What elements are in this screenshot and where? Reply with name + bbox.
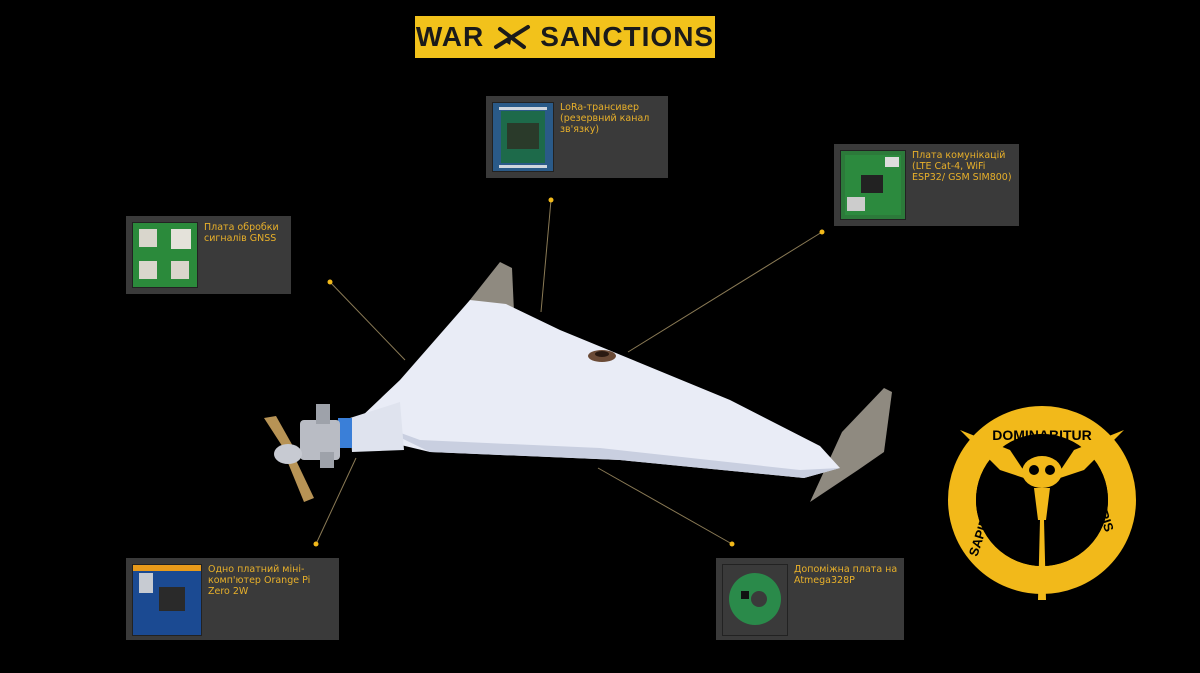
lora-module-photo-icon (492, 102, 554, 172)
leader-line-lte (627, 231, 823, 353)
leader-dot-lora (548, 197, 554, 203)
motor-band (338, 418, 352, 448)
leader-line-lora (540, 199, 552, 313)
logo-word-right: SANCTIONS (540, 21, 715, 52)
leader-line-orange (315, 457, 357, 545)
callout-lte-text: Плата комунікацій (LTE Cat-4, WiFi ESP32… (912, 150, 1012, 183)
servo-bottom (320, 452, 334, 468)
logo-word-left: WAR (415, 21, 485, 52)
orange-pi-photo-icon (132, 564, 202, 636)
delta-wing (360, 300, 840, 478)
propeller-upper (264, 416, 294, 452)
callout-orange-text: Одно платний міні-комп'ютер Orange Pi Ze… (208, 564, 311, 597)
leader-dot-orange (313, 541, 319, 547)
right-fin (810, 388, 892, 502)
drone-cross-icon (494, 25, 531, 49)
callout-orange-pi: Одно платний міні-комп'ютер Orange Pi Ze… (126, 558, 339, 640)
wing-shadow (360, 418, 840, 478)
emblem-top-text: DOMINABITUR (992, 427, 1092, 443)
gnss-board-photo-icon (132, 222, 198, 288)
intelligence-emblem: DOMINABITUR SAPIENS ASTRIS (948, 406, 1136, 600)
atmega-board-photo-icon (722, 564, 788, 636)
spinner (274, 444, 302, 464)
callout-lora-transceiver: LoRa-трансивер (резервний канал зв'язку) (486, 96, 668, 178)
propeller-lower (286, 456, 314, 502)
servo-top (316, 404, 330, 424)
leader-line-gnss (329, 281, 406, 361)
leader-line-atmega (597, 467, 733, 545)
callout-atmega-board: Допоміжна плата на Atmega328P (716, 558, 904, 640)
fuselage (350, 402, 404, 452)
callout-communications-board: Плата комунікацій (LTE Cat-4, WiFi ESP32… (834, 144, 1019, 226)
callout-atmega-text: Допоміжна плата на Atmega328P (794, 564, 898, 586)
leader-dot-atmega (729, 541, 735, 547)
leader-dot-gnss (327, 279, 333, 285)
leader-dot-lte (819, 229, 825, 235)
war-sanctions-logo: WAR SANCTIONS (415, 16, 715, 58)
motor-mount (300, 420, 340, 460)
callout-lora-text: LoRa-трансивер (резервний канал зв'язку) (560, 102, 650, 135)
callout-gnss-text: Плата обробки сигналів GNSS (204, 222, 279, 244)
callout-gnss-board: Плата обробки сигналів GNSS (126, 216, 291, 294)
communications-board-photo-icon (840, 150, 906, 220)
